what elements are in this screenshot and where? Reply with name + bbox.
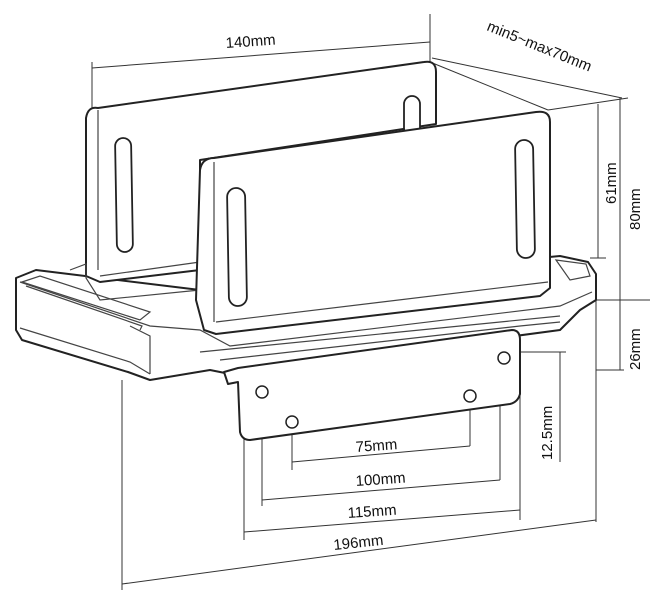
front-plate-slot-left xyxy=(226,187,248,307)
dim-hole-vertical: 12.5mm xyxy=(539,406,556,460)
bracket-hole-4 xyxy=(497,351,511,365)
dim-width-top: 140mm xyxy=(225,32,276,52)
bracket-hole-2 xyxy=(285,415,299,429)
dim-height-total: 80mm xyxy=(627,188,644,230)
bracket-hole-3 xyxy=(463,389,477,403)
dim-width-115: 115mm xyxy=(347,502,397,522)
front-plate-slot-right xyxy=(514,139,536,259)
dim-hole-75: 75mm xyxy=(355,436,398,456)
bracket-hole-1 xyxy=(255,385,269,399)
back-plate xyxy=(69,60,437,301)
dim-height-inner: 61mm xyxy=(603,162,620,204)
dim-hole-100: 100mm xyxy=(355,470,406,490)
dim-base-height: 26mm xyxy=(627,328,644,370)
dimension-lines xyxy=(91,14,650,590)
back-plate-slot-left xyxy=(114,137,134,253)
dim-width-196: 196mm xyxy=(333,532,385,554)
mounting-bracket xyxy=(223,329,521,441)
dim-gap-range: min5~max70mm xyxy=(485,18,595,75)
front-plate xyxy=(195,110,551,335)
